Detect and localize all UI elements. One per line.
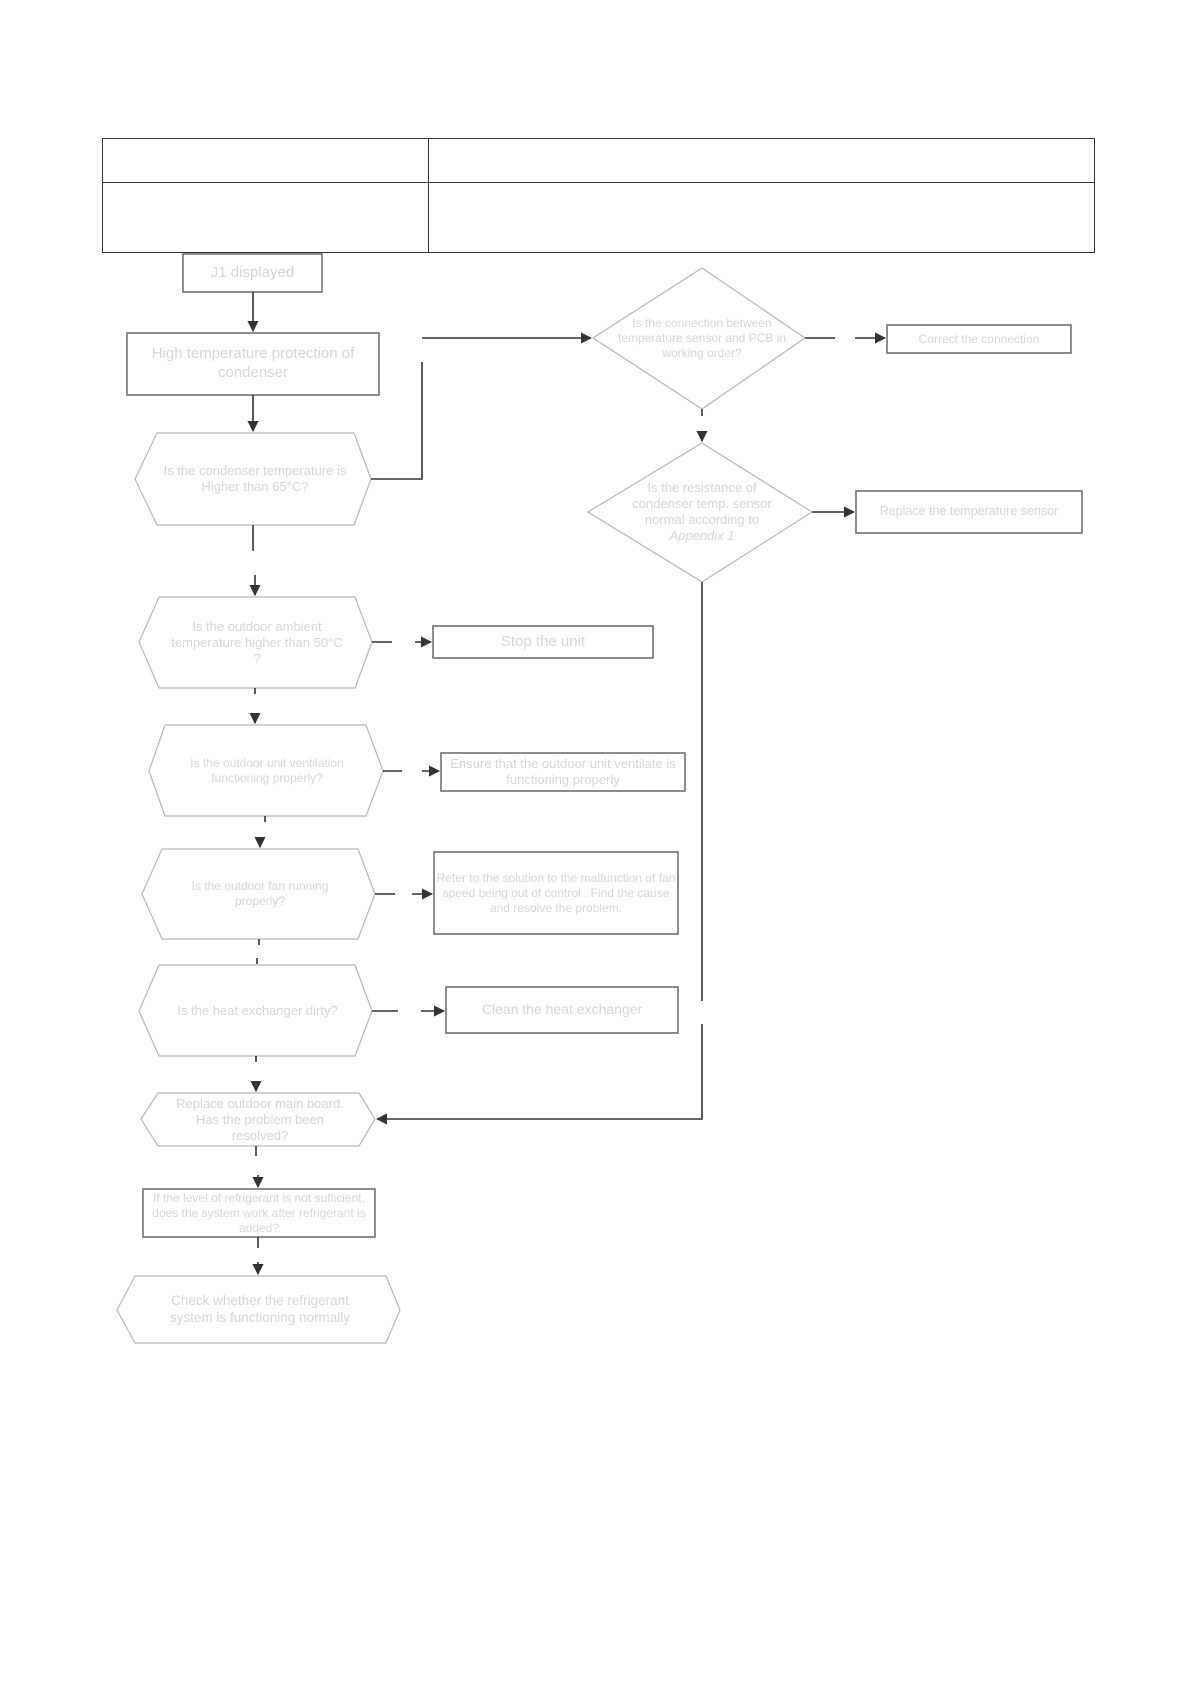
resistance-label: Is the resistance of condenser temp. sen… xyxy=(617,474,787,550)
appendix-reference: Appendix 1 xyxy=(669,528,735,544)
stop-unit-box xyxy=(432,625,654,659)
refrigerant-label: If the level of refrigerant is not suffi… xyxy=(152,1190,366,1235)
stop-unit-label: Stop the unit xyxy=(500,632,586,650)
fan-label: Is the outdoor fan running properly? xyxy=(191,879,329,908)
resistance-text: Is the resistance of condenser temp. sen… xyxy=(632,479,772,528)
connector-resistance-yes-b xyxy=(375,1024,703,1125)
fan-solution-label: Refer to the solution to the malfunction… xyxy=(436,870,676,915)
ventilation-decision xyxy=(148,724,384,817)
header-table-divider xyxy=(428,139,429,252)
header-table xyxy=(102,138,1095,253)
dirty-label: Is the heat exchanger dirty? xyxy=(177,1002,338,1018)
header-table-row-divider xyxy=(103,182,1094,183)
mainboard-decision xyxy=(140,1092,376,1147)
end-check-label: Check whether the refrigerant system is … xyxy=(169,1293,351,1325)
fan-decision xyxy=(141,848,376,940)
start-label: J1 displayed xyxy=(210,263,295,281)
replace-sensor-box xyxy=(855,490,1083,534)
clean-box xyxy=(445,986,679,1034)
correct-connection-box xyxy=(886,324,1072,354)
condenser-temp-label: Is the condenser temperature is Higher t… xyxy=(163,462,347,494)
connection-label: Is the connection between temperature se… xyxy=(617,315,787,360)
ambient-decision xyxy=(138,596,373,689)
mainboard-label: Replace outdoor main board. Has the prob… xyxy=(176,1095,344,1144)
refrigerant-box xyxy=(142,1188,376,1238)
ventilation-box xyxy=(440,752,686,792)
condenser-temp-decision xyxy=(134,432,372,526)
ventilation-label: Is the outdoor unit ventilation function… xyxy=(190,756,344,785)
correct-connection-label: Correct the connection xyxy=(918,331,1040,346)
replace-sensor-label: Replace the temperature sensor xyxy=(879,504,1059,519)
protection-label: High temperature protection of condenser xyxy=(151,345,355,381)
ambient-label: Is the outdoor ambient temperature highe… xyxy=(171,618,343,667)
connector-condenser-yes xyxy=(371,362,423,480)
end-check-shape xyxy=(116,1275,401,1344)
fan-solution-box xyxy=(433,851,679,935)
ventilation-solution-label: Ensure that the outdoor unit ventilate i… xyxy=(450,755,676,787)
dirty-decision xyxy=(138,964,373,1057)
clean-label: Clean the heat exchanger xyxy=(481,1001,643,1018)
